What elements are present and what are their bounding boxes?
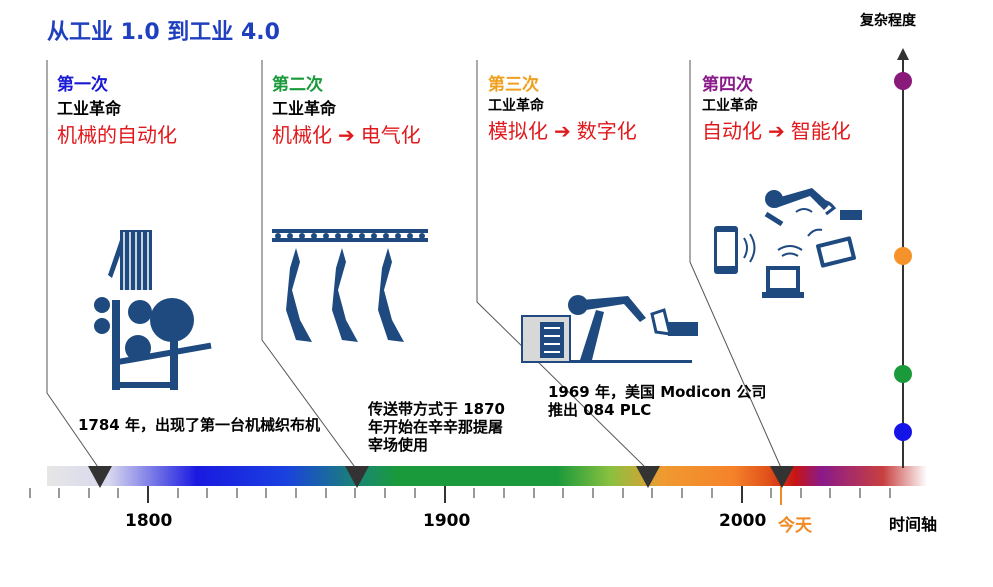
event-1870-line2: 年开始在辛辛那提屠 [368, 418, 504, 436]
revolution-4-to: 智能化 [790, 119, 851, 143]
plc-robot-icon [521, 295, 698, 363]
revolution-1-description: 机械的自动化 [57, 123, 177, 147]
revolution-3-from: 模拟化 [488, 119, 548, 143]
timeline-bar [47, 466, 927, 486]
complexity-level-1 [894, 423, 912, 441]
event-marker-1870 [345, 466, 369, 488]
arrow-icon: ➔ [768, 119, 785, 143]
revolution-1-subtitle: 工业革命 [57, 99, 122, 118]
event-1784-caption: 1784 年，出现了第一台机械织布机 [78, 416, 320, 434]
loom-icon [94, 230, 212, 390]
revolution-2-to: 电气化 [360, 123, 421, 147]
complexity-level-3 [894, 247, 912, 265]
era-divider-3 [476, 60, 649, 471]
revolution-2-description: 机械化➔电气化 [272, 119, 421, 148]
event-1969-line1: 1969 年，美国 Modicon 公司 [548, 383, 767, 401]
complexity-level-2 [894, 365, 912, 383]
year-label-1900: 1900 [423, 511, 471, 531]
event-marker-1784 [88, 466, 112, 488]
era-divider-1 [46, 60, 101, 471]
revolution-2-number: 第二次 [272, 75, 323, 95]
complexity-axis-arrow-icon [897, 48, 909, 60]
revolution-2: 第二次 工业革命 机械化➔电气化 [272, 70, 421, 148]
revolution-4-number: 第四次 [702, 75, 753, 95]
timeline-axis-label: 时间轴 [889, 515, 938, 534]
revolution-2-subtitle: 工业革命 [272, 99, 337, 118]
timeline-ticks [29, 486, 891, 503]
revolution-3-subtitle: 工业革命 [488, 98, 544, 114]
complexity-level-4 [894, 72, 912, 90]
event-marker-1969 [636, 466, 660, 488]
conveyor-icon [272, 229, 428, 342]
revolution-4-subtitle: 工业革命 [702, 98, 758, 114]
arrow-icon: ➔ [338, 123, 355, 147]
revolution-3-to: 数字化 [576, 119, 637, 143]
smart-devices-icon [714, 188, 862, 298]
revolution-4-from: 自动化 [702, 119, 762, 143]
era-divider-4 [689, 60, 783, 471]
revolution-1: 第一次 工业革命 机械的自动化 [57, 70, 177, 148]
revolution-3-number: 第三次 [488, 75, 539, 95]
event-1969-line2: 推出 084 PLC [548, 401, 652, 419]
event-1969-caption: 1969 年，美国 Modicon 公司 推出 084 PLC [548, 383, 766, 419]
event-1870-line1: 传送带方式于 1870 [368, 400, 505, 418]
revolution-2-from: 机械化 [272, 123, 332, 147]
year-label-1800: 1800 [125, 511, 173, 531]
era-divider-2 [261, 60, 358, 471]
revolution-1-number: 第一次 [57, 75, 108, 95]
today-label: 今天 [778, 516, 812, 536]
revolution-4: 第四次 工业革命 自动化➔智能化 [702, 70, 851, 144]
event-marker-today [770, 466, 794, 488]
page-title: 从工业 1.0 到工业 4.0 [47, 20, 280, 45]
revolution-3-description: 模拟化➔数字化 [488, 115, 637, 144]
arrow-icon: ➔ [554, 119, 571, 143]
complexity-axis-label: 复杂程度 [860, 13, 916, 29]
revolution-3: 第三次 工业革命 模拟化➔数字化 [488, 70, 637, 144]
revolution-4-description: 自动化➔智能化 [702, 115, 851, 144]
year-label-2000: 2000 [719, 511, 767, 531]
event-1870-caption: 传送带方式于 1870 年开始在辛辛那提屠 宰场使用 [368, 400, 505, 454]
event-1870-line3: 宰场使用 [368, 436, 429, 454]
